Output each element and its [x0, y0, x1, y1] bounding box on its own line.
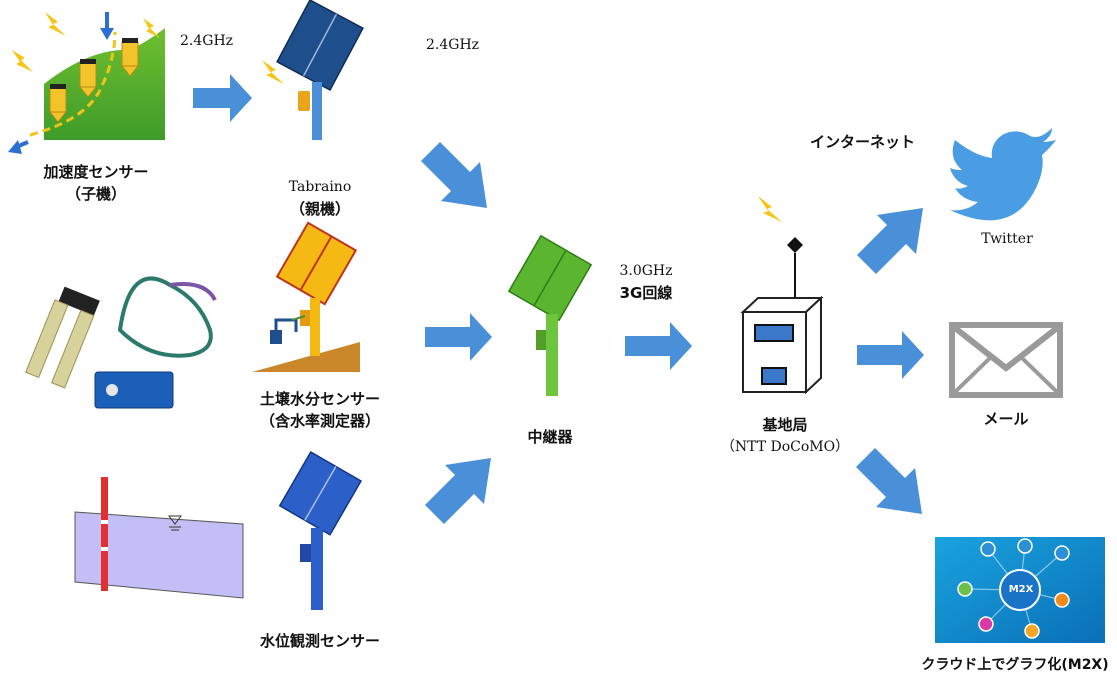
arrow-water-to-relay [425, 458, 491, 524]
m2x-badge: M2X [1008, 584, 1034, 595]
base-station-illustration [740, 196, 824, 395]
lightning-icon [45, 12, 66, 36]
accelerometer-label: 加速度センサー （子機） [26, 161, 166, 205]
arrow-soil-to-relay [425, 313, 492, 361]
internet-label: インターネット [810, 133, 916, 151]
freq-label-relay: 3.0GHz [619, 263, 673, 279]
base-station-label: 基地局 （NTT DoCoMO） [715, 414, 855, 458]
cloud-label: クラウド上でグラフ化(M2X) [921, 657, 1109, 673]
mail-label: メール [983, 410, 1029, 428]
soil-station-illustration [252, 221, 360, 372]
water-level-illustration [74, 477, 244, 599]
relay-link-label: 3.0GHz 3G回線 [611, 260, 681, 304]
water-station-illustration [278, 450, 363, 610]
arrow-base-to-mail [857, 331, 924, 379]
network-label-3g: 3G回線 [619, 284, 673, 302]
accelerometer-name: 加速度センサー [43, 163, 149, 181]
lightning-icon [143, 18, 160, 38]
tabraino-illustration [262, 0, 364, 140]
lightning-icon [12, 50, 33, 72]
tabraino-label: Tabraino （親機） [270, 176, 370, 220]
arrow-tabraino-to-relay [421, 142, 487, 208]
accelerometer-illustration [8, 12, 165, 154]
freq-label-top-mid: 2.4GHz [426, 37, 480, 53]
arrow-base-to-twitter [857, 208, 923, 274]
relay-label: 中継器 [527, 428, 573, 446]
relay-illustration [507, 234, 593, 396]
lightning-icon [758, 196, 782, 222]
soil-label: 土壌水分センサー （含水率測定器） [240, 388, 400, 432]
freq-label-top-left: 2.4GHz [180, 33, 234, 49]
soil-sub: （含水率測定器） [259, 412, 380, 430]
arrow-relay-to-base [625, 322, 692, 370]
arrows [193, 74, 924, 524]
m2x-panel [935, 537, 1105, 643]
mail-envelope-icon [949, 322, 1063, 398]
accelerometer-sub: （子機） [65, 185, 126, 203]
tabraino-sub: （親機） [289, 200, 350, 218]
twitter-bird-icon [950, 128, 1056, 221]
arrow-base-to-cloud [856, 448, 922, 514]
arrow-accel-to-tabraino [193, 74, 252, 122]
soil-sensor-illustration [25, 276, 217, 409]
water-level-label: 水位観測センサー [259, 632, 380, 650]
twitter-label: Twitter [981, 231, 1033, 247]
soil-name: 土壌水分センサー [259, 390, 380, 408]
base-station-sub: （NTT DoCoMO） [720, 439, 850, 455]
base-station-name: 基地局 [762, 416, 808, 434]
lightning-icon [262, 60, 284, 84]
tabraino-name: Tabraino [288, 179, 352, 195]
